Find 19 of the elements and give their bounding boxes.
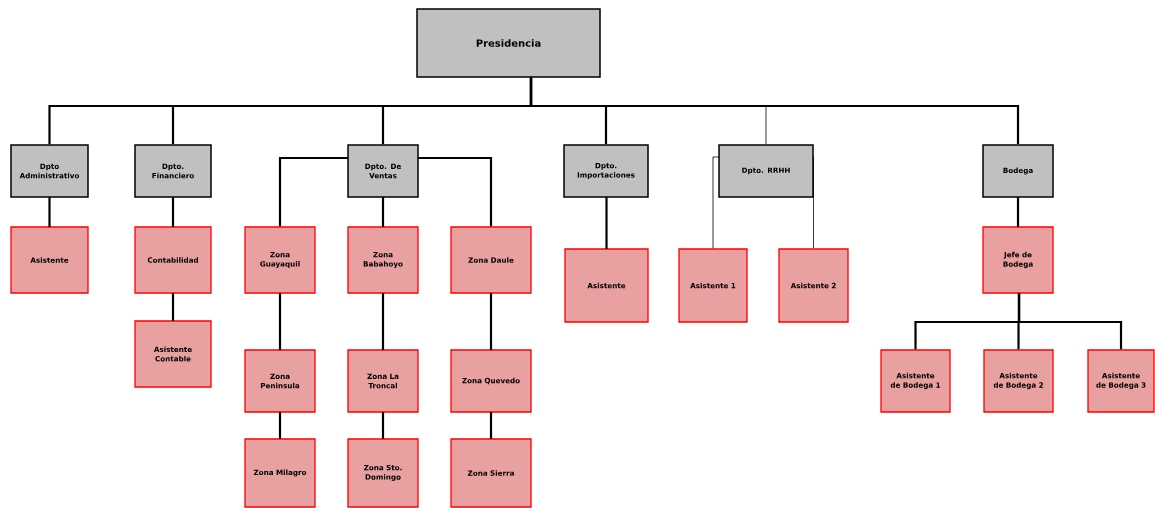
connector-line bbox=[278, 293, 282, 350]
connector-line bbox=[812, 156, 814, 249]
connector-line bbox=[171, 197, 175, 227]
connector-line bbox=[1017, 293, 1123, 350]
connector-line bbox=[1016, 197, 1020, 227]
connector-line bbox=[605, 197, 608, 249]
connector-line bbox=[278, 412, 282, 439]
connector-line bbox=[171, 293, 175, 321]
connector-line bbox=[489, 293, 493, 350]
connector-line bbox=[381, 197, 385, 227]
connector-line bbox=[712, 156, 720, 249]
connector-line bbox=[48, 197, 51, 227]
connector-line bbox=[278, 156, 348, 227]
connector-line bbox=[381, 412, 385, 439]
connector-line bbox=[529, 77, 1020, 145]
title-box: Presidencia bbox=[416, 8, 601, 78]
connector-line bbox=[418, 156, 493, 227]
connector-line bbox=[381, 293, 385, 350]
connector-line bbox=[489, 412, 493, 439]
